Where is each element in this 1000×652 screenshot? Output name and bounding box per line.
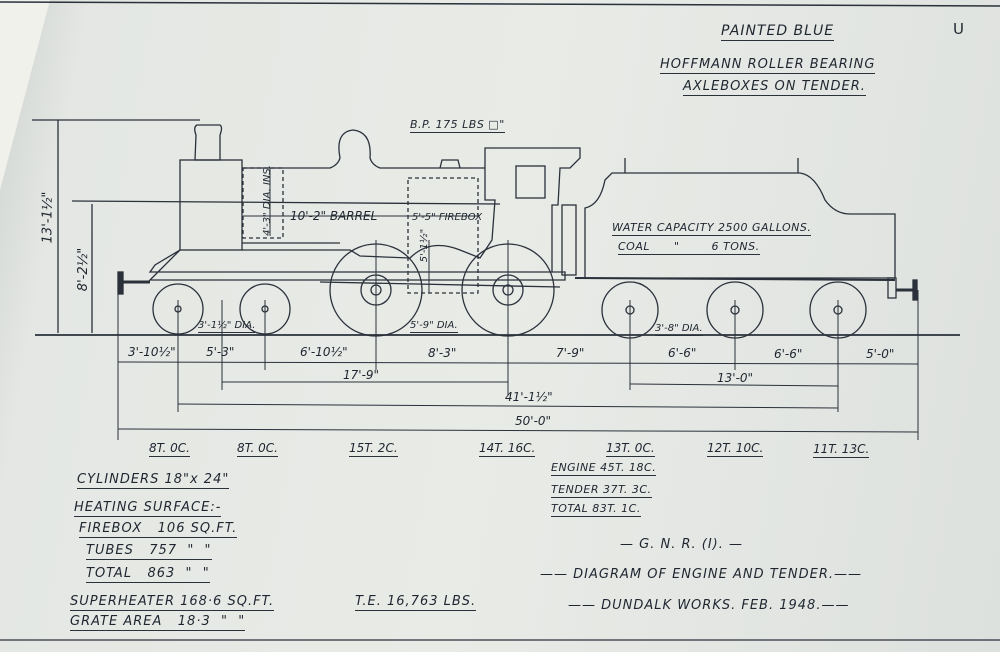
overall-height: 13'-1½" [40,191,56,244]
axle-weight: 11T. 13C. [813,442,870,458]
running-plate [148,249,566,281]
barrel-length: 10'-2" BARREL [290,209,378,223]
border-line [0,1,1000,7]
engine-weight: ENGINE 45T. 18C. [551,461,657,476]
wheelbase-segment: 6'-6" [774,347,803,361]
cab [242,147,581,272]
driving-wheel-dia: 5'-9" DIA. [410,320,458,333]
firebox-spec: FIREBOX 106 SQ.FT. [79,521,238,538]
railway-name: — G. N. R. (I). — [620,537,744,552]
wheelbase-segment: 5'-0" [866,347,895,361]
tender-weight: TENDER 37T. 3C. [551,483,652,498]
firebox-hidden [407,177,479,294]
tender-outline [574,158,918,301]
boiler-diameter: 4'-3" DIA. INS. [261,165,273,236]
tubes-spec: TUBES 757 " " [86,543,212,560]
drawing-title-text: DIAGRAM OF ENGINE AND TENDER. [573,567,835,582]
dimension-lines [117,168,919,440]
wheelbase-segment: 8'-3" [428,346,457,360]
axle-weight: 12T. 10C. [707,441,764,457]
axle-weight: 15T. 2C. [349,441,398,457]
drawing-title: —— DIAGRAM OF ENGINE AND TENDER.—— [540,567,863,582]
bearing-note-2: AXLEBOXES ON TENDER. [683,79,866,96]
wheels [152,243,867,339]
page-fold [0,0,50,190]
cylinders-spec: CYLINDERS 18"x 24" [77,472,230,489]
heating-surface-heading: HEATING SURFACE:- [74,500,222,517]
total-wheelbase: 41'-1½" [505,390,553,404]
railway-name-text: G. N. R. (I). [639,537,724,552]
overall-length: 50'-0" [515,414,552,428]
total-heating-spec: TOTAL 863 " " [86,566,210,583]
wheelbase-segment: 6'-6" [668,346,697,360]
total-weight: TOTAL 83T. 1C. [551,502,641,517]
tractive-effort: T.E. 16,763 LBS. [355,594,477,611]
safety-valve [439,159,461,169]
grate-area-spec: GRATE AREA 18·3 " " [70,614,246,631]
water-capacity: WATER CAPACITY 2500 GALLONS. [612,221,812,236]
works-date-text: DUNDALK WORKS. FEB. 1948. [601,598,822,613]
firebox-height: 5'-1½" [419,228,431,263]
firebox-length: 5'-5" FIREBOX [412,212,483,223]
tender-wheelbase: 13'-0" [717,371,754,385]
boiler-pressure: B.P. 175 LBS □" [410,118,505,133]
axle-weight: 14T. 16C. [479,441,536,457]
engine-outline [117,124,581,295]
bearing-note-1: HOFFMANN ROLLER BEARING [660,57,876,74]
tender-wheel-dia: 3'-8" DIA. [655,323,703,336]
boiler-centre-height: 8'-2½" [76,247,92,292]
wheelbase-segment: 6'-10½" [300,345,348,359]
wheelbase-segment: 5'-3" [206,345,235,359]
bogie-wheel-dia: 3'-1½" DIA. [198,320,256,333]
boiler-top-dome [242,129,485,169]
axle-weight: 13T. 0C. [606,441,655,457]
corner-mark: U [953,20,965,38]
coal-capacity: COAL " 6 TONS. [618,240,760,255]
smokebox [179,159,243,251]
cab-window [515,165,546,199]
paint-note: PAINTED BLUE [721,23,835,41]
axle-weight: 8T. 0C. [237,441,278,457]
cab-step [561,204,577,276]
works-date: —— DUNDALK WORKS. FEB. 1948.—— [568,598,850,613]
axle-weight: 8T. 0C. [149,441,190,457]
height-dimensions [32,119,501,333]
wheelbase-segment: 7'-9" [556,346,585,360]
chimney [194,124,223,161]
buffer [117,271,124,295]
superheater-spec: SUPERHEATER 168·6 SQ.FT. [70,594,275,611]
wheelbase-segment: 3'-10½" [128,345,176,359]
engine-wheelbase: 17'-9" [343,368,380,382]
boiler-dia-hidden [242,167,284,239]
